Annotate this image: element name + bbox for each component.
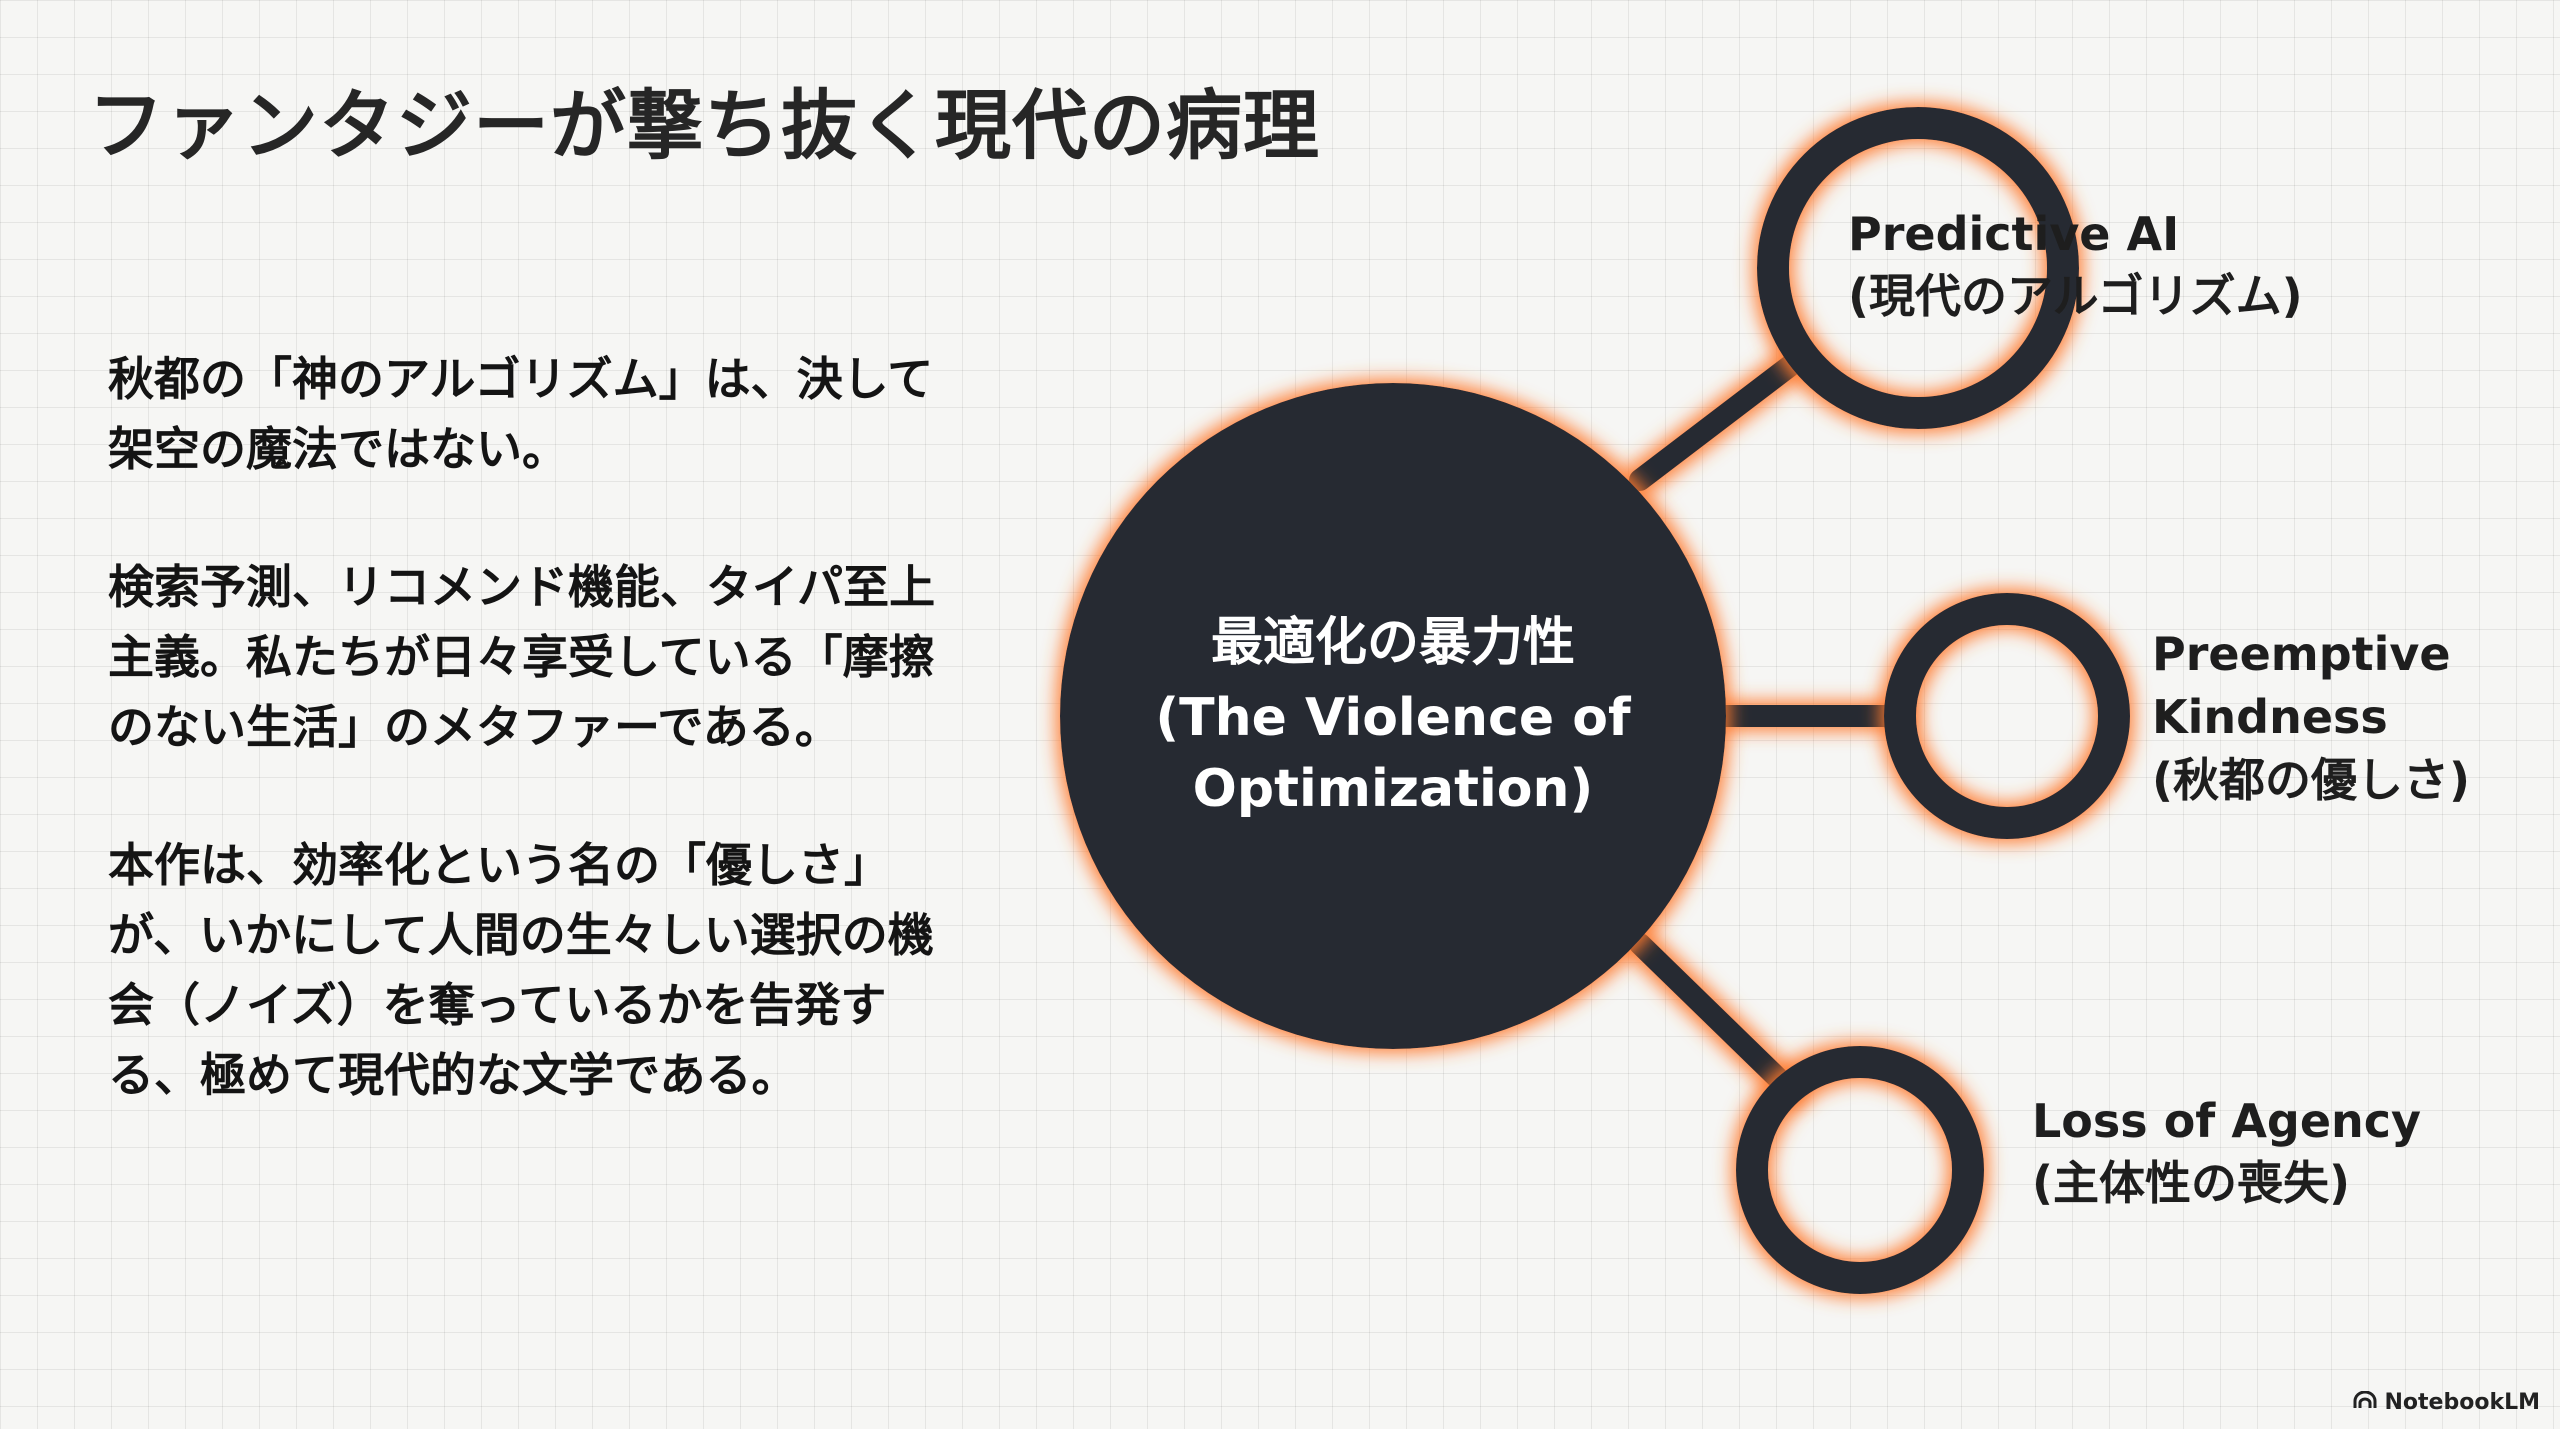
node-preemptive-kindness-ring — [1884, 593, 2130, 839]
connector-predictive-ai — [1629, 351, 1806, 491]
brand-name: NotebookLM — [2384, 1390, 2540, 1415]
center-node-subtitle-1: (The Violence of — [1155, 688, 1632, 748]
notebooklm-brand: NotebookLM — [2353, 1390, 2540, 1415]
paragraph-3: 本作は、効率化という名の「優しさ」が、いかにして人間の生々しい選択の機会（ノイズ… — [108, 838, 934, 1102]
center-node — [1060, 383, 1726, 1049]
center-node-title: 最適化の暴力性 — [1211, 613, 1575, 673]
node-preemptive-kindness-label-2: Kindness — [2152, 690, 2388, 744]
connector-loss-of-agency — [1629, 933, 1801, 1101]
node-preemptive-kindness-label-1: Preemptive — [2152, 627, 2451, 681]
node-predictive-ai-label: Predictive AI — [1848, 207, 2179, 261]
node-loss-of-agency-sublabel: (主体性の喪失) — [2032, 1156, 2350, 1210]
notebooklm-logo-icon — [2353, 1390, 2377, 1415]
node-loss-of-agency-ring — [1736, 1046, 1984, 1294]
node-predictive-ai-ring — [1757, 107, 2079, 429]
center-node-subtitle-2: Optimization) — [1193, 759, 1594, 819]
paragraph-2: 検索予測、リコメンド機能、タイパ至上主義。私たちが日々享受している「摩擦のない生… — [108, 560, 936, 754]
node-predictive-ai-sublabel: (現代のアルゴリズム) — [1848, 269, 2303, 323]
node-loss-of-agency-label: Loss of Agency — [2032, 1094, 2421, 1148]
paragraph-1: 秋都の「神のアルゴリズム」は、決して架空の魔法ではない。 — [108, 352, 934, 476]
connectors — [1629, 351, 1909, 1101]
body-text: 秋都の「神のアルゴリズム」は、決して架空の魔法ではない。 検索予測、リコメンド機… — [108, 344, 948, 1178]
node-preemptive-kindness-sublabel: (秋都の優しさ) — [2152, 753, 2470, 807]
page-title: ファンタジーが撃ち抜く現代の病理 — [88, 81, 1320, 170]
